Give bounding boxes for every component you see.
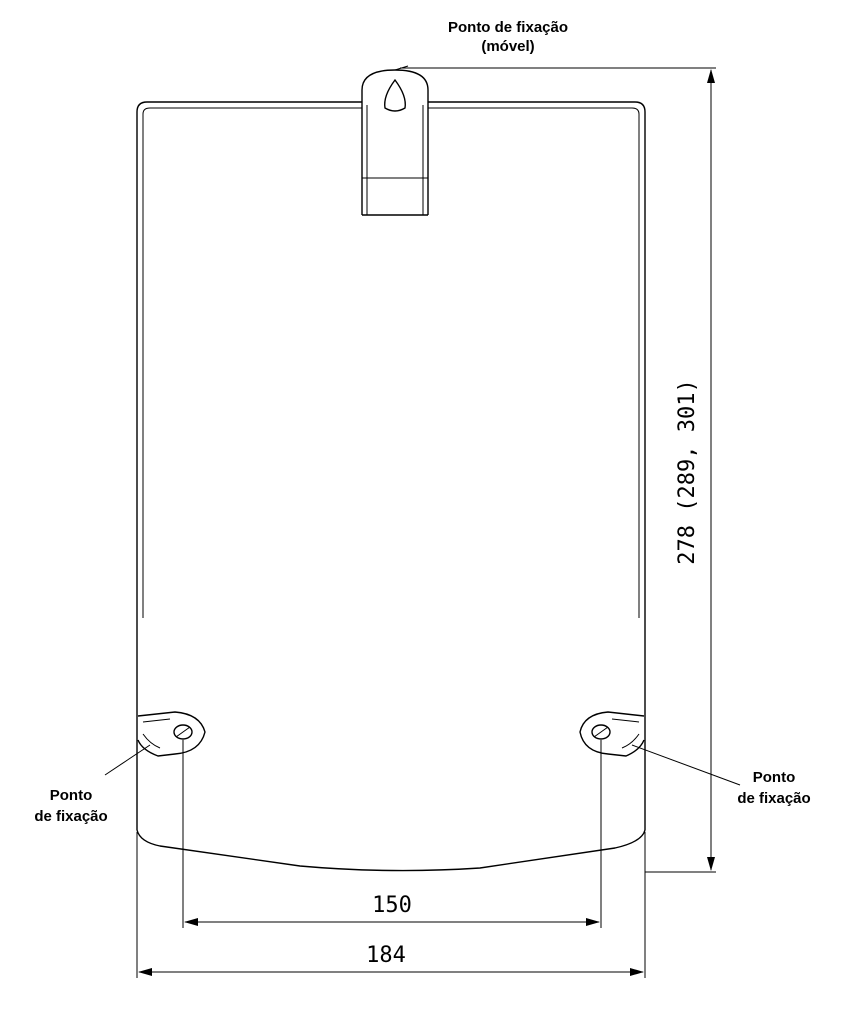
left-fixing-lug: [137, 711, 206, 757]
height-dimension: [400, 67, 716, 873]
height-dimension-text: 278 (289, 301): [675, 379, 700, 564]
right-label-line2: de fixação: [737, 790, 810, 807]
top-label-line2: (móvel): [481, 38, 534, 55]
left-label-line2: de fixação: [34, 808, 107, 825]
housing-outline: [136, 101, 646, 872]
hole-spacing-text: 150: [372, 893, 412, 918]
top-label-line1: Ponto de fixação: [448, 19, 568, 36]
hole-spacing-dimension: [182, 740, 602, 928]
right-fixing-lug: [579, 711, 645, 757]
left-label-line1: Ponto: [50, 787, 93, 804]
top-bracket: [361, 69, 429, 216]
right-label-line1: Ponto: [753, 769, 796, 786]
overall-width-text: 184: [366, 943, 406, 968]
overall-width-dimension: [136, 832, 646, 978]
keyhole-icon: [384, 78, 406, 112]
